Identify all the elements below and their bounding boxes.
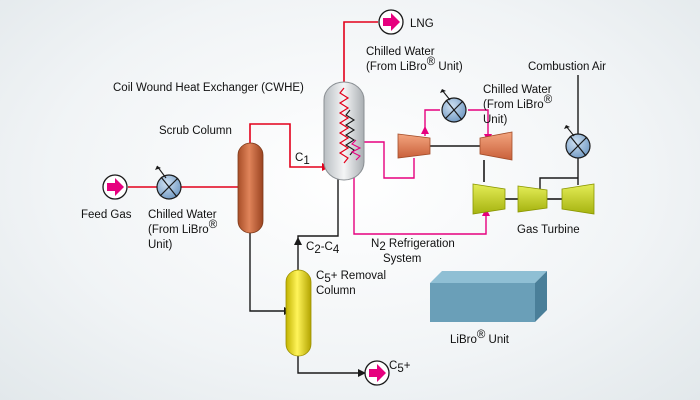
libro-unit-box — [430, 271, 547, 322]
cwhe-vessel — [323, 81, 365, 181]
chilled-water-left-label-1: Chilled Water — [148, 209, 217, 221]
c5-removal-column — [285, 269, 312, 357]
chilled-water-top-label-1: Chilled Water — [366, 46, 435, 58]
cwhe-coil-black — [344, 109, 356, 156]
c5-outlet-icon — [364, 360, 390, 386]
bottoms-line — [249, 168, 358, 374]
c2c4-label: C2-C4 — [306, 241, 340, 256]
chilled-water-right-label-1: Chilled Water — [483, 84, 552, 96]
cwhe-label: Coil Wound Heat Exchanger (CWHE) — [113, 82, 304, 94]
turbine-stage-3 — [561, 183, 595, 215]
c5-removal-label-1: C5+ Removal — [316, 270, 386, 285]
cwhe-coil-magenta — [350, 139, 362, 161]
libro-unit-label: LiBro® Unit — [450, 329, 510, 346]
cooler-feed — [155, 165, 182, 200]
chilled-water-left-label-2: (From LiBro® — [148, 219, 218, 236]
compressor-left — [397, 133, 431, 159]
n2-system-label: System — [383, 253, 421, 265]
compressor-right — [479, 131, 513, 161]
combustion-air-line — [539, 75, 579, 190]
n2-arrow-2 — [421, 126, 429, 134]
chilled-water-right-label-3: Unit) — [483, 114, 507, 126]
scrub-column-label: Scrub Column — [159, 125, 232, 137]
gas-turbine-label: Gas Turbine — [517, 224, 580, 236]
turbine-stage-2 — [517, 185, 548, 213]
cwhe-coil-red — [338, 87, 350, 164]
cooler-n2 — [440, 89, 467, 123]
chilled-water-right-label-2: (From LiBro® — [483, 94, 553, 111]
lng-label: LNG — [410, 18, 434, 30]
feed-gas-label: Feed Gas — [81, 209, 132, 221]
feed-gas-inlet-icon — [102, 174, 128, 200]
lng-outlet-icon — [378, 9, 404, 35]
c1-label: C1 — [295, 152, 310, 167]
c5-out-arrow — [358, 369, 366, 377]
n2-refrigeration-loop — [353, 109, 489, 235]
compressor-shaft — [430, 145, 562, 200]
chilled-water-left-label-3: Unit) — [148, 239, 172, 251]
c1-vapor-line — [249, 123, 322, 168]
scrub-column — [237, 142, 264, 234]
n2-refrigeration-label: N2 Refrigeration — [371, 238, 455, 253]
turbine-stage-1 — [472, 183, 506, 215]
c5-removal-label-2: Column — [316, 285, 356, 297]
lng-product-line — [343, 21, 378, 83]
c5-out-label: C5+ — [389, 360, 411, 375]
chilled-water-top-label-2: (From LiBro® Unit) — [366, 56, 463, 73]
c2c4-arrow — [294, 237, 302, 245]
cooler-air — [564, 125, 591, 159]
combustion-air-label: Combustion Air — [528, 61, 606, 73]
